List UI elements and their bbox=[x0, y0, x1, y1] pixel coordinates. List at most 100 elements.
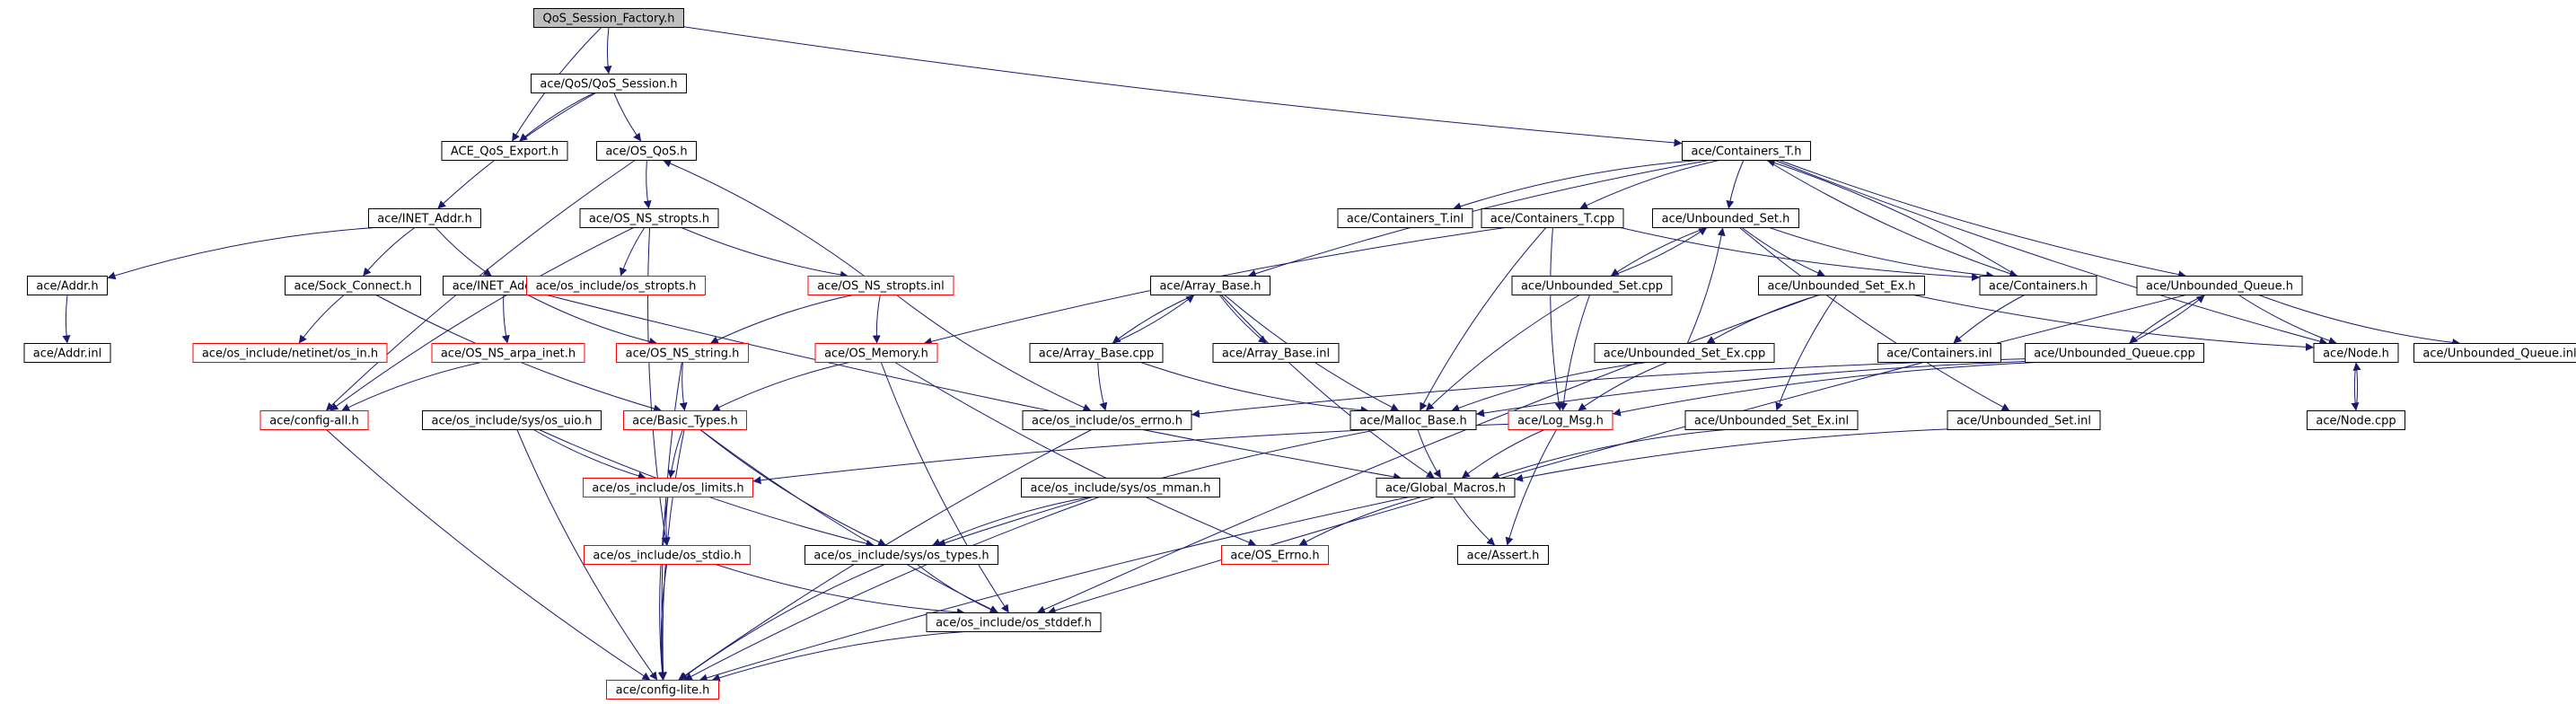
graph-node[interactable]: ace/Containers_T.h bbox=[1682, 141, 1811, 161]
graph-node-label: ace/Unbounded_Set.cpp bbox=[1521, 280, 1663, 294]
graph-edge bbox=[1620, 227, 1981, 282]
graph-node-box bbox=[192, 343, 388, 363]
graph-node[interactable]: ace/Unbounded_Set.cpp bbox=[1511, 276, 1673, 295]
graph-edge bbox=[1047, 295, 2186, 615]
graph-edge bbox=[341, 362, 481, 411]
graph-node[interactable]: ace/Unbounded_Set_Ex.cpp bbox=[1594, 343, 1775, 363]
graph-node-box bbox=[606, 680, 719, 700]
graph-edge bbox=[1220, 295, 1436, 479]
graph-node-box bbox=[1652, 208, 1799, 228]
graph-node-box bbox=[1350, 410, 1477, 430]
graph-node[interactable]: ace/Addr.inl bbox=[23, 343, 111, 363]
graph-node-label: ace/QoS/QoS_Session.h bbox=[540, 78, 677, 92]
graph-node-label: ace/Malloc_Base.h bbox=[1359, 415, 1467, 428]
graph-node-box bbox=[804, 545, 998, 565]
graph-node-label: ace/Global_Macros.h bbox=[1385, 482, 1506, 496]
graph-node[interactable]: ace/Containers_T.cpp bbox=[1481, 208, 1624, 228]
graph-edge bbox=[1706, 295, 1820, 344]
graph-edge bbox=[647, 227, 670, 546]
graph-node[interactable]: ace/Global_Macros.h bbox=[1376, 478, 1516, 497]
graph-node-label: ace/Containers_T.h bbox=[1691, 145, 1801, 159]
graph-edge bbox=[1578, 362, 1667, 411]
graph-node[interactable]: ace/Basic_Types.h bbox=[623, 410, 747, 430]
graph-node-box bbox=[926, 612, 1102, 632]
graph-node[interactable]: ace/os_include/os_stdio.h bbox=[584, 545, 751, 565]
graph-node[interactable]: ace/Unbounded_Set_Ex.inl bbox=[1684, 410, 1859, 430]
graph-node[interactable]: ace/Containers_T.inl bbox=[1337, 208, 1473, 228]
graph-node[interactable]: ace/OS_NS_arpa_inet.h bbox=[431, 343, 585, 363]
graph-node[interactable]: ace/Node.h bbox=[2313, 343, 2399, 363]
graph-node[interactable]: ace/Containers.inl bbox=[1877, 343, 2001, 363]
graph-node-label: ace/OS_NS_arpa_inet.h bbox=[441, 348, 576, 361]
graph-node[interactable]: ace/config-lite.h bbox=[606, 680, 719, 700]
graph-edge bbox=[2352, 362, 2361, 411]
graph-node[interactable]: ace/config-all.h bbox=[259, 410, 369, 430]
graph-node[interactable]: ace/OS_Errno.h bbox=[1221, 545, 1329, 565]
graph-node-label: ace/Unbounded_Set.h bbox=[1662, 213, 1790, 226]
graph-edge bbox=[1461, 429, 1545, 479]
graph-node[interactable]: ace/Unbounded_Queue.inl bbox=[2413, 343, 2576, 363]
graph-node-box bbox=[1511, 276, 1673, 295]
graph-node[interactable]: ace/OS_QoS.h bbox=[596, 141, 697, 161]
graph-node[interactable]: ace/OS_NS_stropts.h bbox=[579, 208, 719, 228]
graph-node-label: ace/Containers_T.cpp bbox=[1490, 213, 1614, 226]
graph-node-label: ace/os_include/os_stddef.h bbox=[936, 617, 1092, 630]
graph-node[interactable]: ace/Unbounded_Queue.h bbox=[2136, 276, 2303, 295]
graph-node[interactable]: ace/Addr.h bbox=[27, 276, 108, 295]
graph-node-label: ace/Log_Msg.h bbox=[1517, 415, 1604, 428]
graph-node[interactable]: ace/Containers.h bbox=[1979, 276, 2097, 295]
graph-node-box bbox=[1877, 343, 2001, 363]
graph-edge bbox=[1559, 295, 1591, 411]
graph-node-box bbox=[1337, 208, 1473, 228]
graph-node[interactable]: ace/QoS/QoS_Session.h bbox=[531, 74, 687, 93]
graph-node-box bbox=[596, 141, 697, 161]
graph-node[interactable]: ace/Array_Base.cpp bbox=[1029, 343, 1164, 363]
graph-node[interactable]: ace/Sock_Connect.h bbox=[285, 276, 421, 295]
graph-node[interactable]: ace/os_include/os_errno.h bbox=[1022, 410, 1192, 430]
graph-node[interactable]: ace/os_include/os_stropts.h bbox=[526, 276, 706, 295]
graph-node[interactable]: QoS_Session_Factory.h bbox=[533, 8, 684, 28]
graph-node-label: ace/Node.cpp bbox=[2316, 415, 2396, 428]
graph-node-box bbox=[623, 410, 747, 430]
graph-node[interactable]: ace/Malloc_Base.h bbox=[1350, 410, 1477, 430]
graph-node[interactable]: ace/Node.cpp bbox=[2307, 410, 2405, 430]
graph-edge bbox=[1112, 295, 1195, 344]
graph-edge bbox=[699, 497, 1410, 682]
graph-node-box bbox=[368, 208, 481, 228]
graph-node[interactable]: ace/INET_Addr.h bbox=[368, 208, 481, 228]
graph-node[interactable]: ace/OS_Memory.h bbox=[814, 343, 938, 363]
graph-node[interactable]: ace/os_include/netinet/os_in.h bbox=[192, 343, 388, 363]
graph-node[interactable]: ace/os_include/os_limits.h bbox=[583, 478, 753, 497]
graph-node[interactable]: ace/Unbounded_Queue.cpp bbox=[2025, 343, 2204, 363]
graph-node[interactable]: ace/Unbounded_Set.inl bbox=[1947, 410, 2101, 430]
graph-node[interactable]: ace/Array_Base.inl bbox=[1212, 343, 1340, 363]
graph-node-box bbox=[1682, 141, 1811, 161]
graph-node-label: ACE_QoS_Export.h bbox=[451, 145, 558, 159]
graph-node[interactable]: ace/Unbounded_Set_Ex.h bbox=[1758, 276, 1925, 295]
graph-node-label: ace/Unbounded_Set_Ex.inl bbox=[1694, 415, 1849, 428]
graph-node[interactable]: ace/Log_Msg.h bbox=[1508, 410, 1613, 430]
graph-node[interactable]: ace/Unbounded_Set.h bbox=[1652, 208, 1799, 228]
graph-node[interactable]: ace/os_include/sys/os_mman.h bbox=[1021, 478, 1220, 497]
graph-node[interactable]: ace/os_include/os_stddef.h bbox=[926, 612, 1102, 632]
graph-node-box bbox=[1376, 478, 1516, 497]
graph-node-label: ace/Unbounded_Queue.inl bbox=[2422, 348, 2576, 361]
graph-node-box bbox=[23, 343, 111, 363]
graph-node-label: ace/Unbounded_Set_Ex.h bbox=[1767, 280, 1915, 294]
graph-node[interactable]: ace/OS_NS_stropts.inl bbox=[807, 276, 954, 295]
graph-edge bbox=[1774, 160, 2328, 346]
graph-node-label: ace/os_include/os_stdio.h bbox=[593, 550, 741, 563]
graph-node-label: ace/OS_QoS.h bbox=[605, 145, 687, 159]
graph-node-label: ace/Addr.inl bbox=[33, 348, 101, 361]
graph-node[interactable]: ace/os_include/sys/os_uio.h bbox=[422, 410, 602, 430]
graph-node[interactable]: ace/os_include/sys/os_types.h bbox=[804, 545, 998, 565]
graph-node-label: ace/Containers.h bbox=[1989, 280, 2088, 294]
graph-node[interactable]: ace/Assert.h bbox=[1457, 545, 1549, 565]
graph-node-box bbox=[2313, 343, 2399, 363]
graph-edge bbox=[1425, 295, 1580, 411]
graph-node[interactable]: ace/OS_NS_string.h bbox=[616, 343, 749, 363]
graph-node[interactable]: ace/Array_Base.h bbox=[1150, 276, 1270, 295]
graph-node[interactable]: ACE_QoS_Export.h bbox=[441, 141, 568, 161]
graph-node-box bbox=[583, 478, 753, 497]
graph-edge bbox=[1766, 160, 2018, 277]
